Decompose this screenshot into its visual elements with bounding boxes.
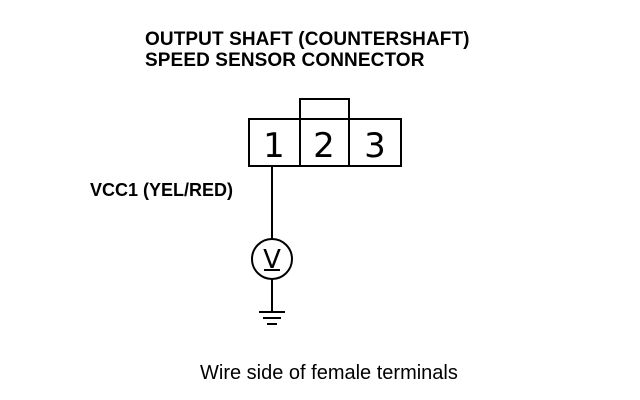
ground-icon: [259, 311, 285, 325]
title-line-1: OUTPUT SHAFT (COUNTERSHAFT): [145, 29, 470, 50]
voltmeter-symbol: V: [263, 245, 281, 275]
terminal-3-label: 3: [364, 126, 386, 166]
connector-lock-tab: [299, 98, 350, 120]
terminal-2-label: 2: [313, 126, 335, 166]
connector-outline: [248, 118, 402, 167]
wire-label: VCC1 (YEL/RED): [90, 180, 234, 200]
diagram-title: OUTPUT SHAFT (COUNTERSHAFT) SPEED SENSOR…: [145, 29, 470, 71]
title-line-2: SPEED SENSOR CONNECTOR: [145, 50, 425, 71]
connector-body: 1 2 3: [248, 118, 402, 167]
voltmeter-icon: V: [251, 238, 293, 280]
terminal-1-label: 1: [263, 126, 285, 166]
caption: Wire side of female terminals: [200, 362, 458, 384]
